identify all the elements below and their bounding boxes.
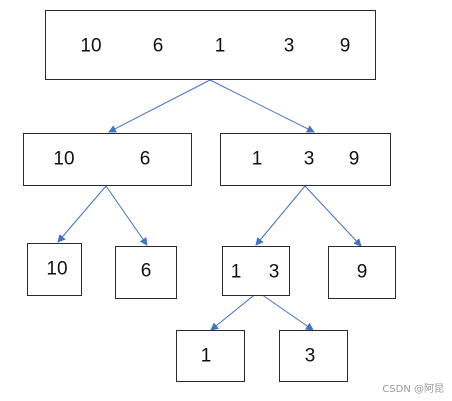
leaf-box-1: [176, 330, 245, 382]
root-item: 6: [152, 35, 164, 57]
arrow-left-to-b: [105, 185, 148, 246]
right-half-item: 9: [348, 148, 360, 170]
left-half-item: 10: [53, 148, 75, 170]
pair-item: 1: [230, 261, 242, 283]
root-item: 1: [214, 35, 226, 57]
arrow-right-to-d: [304, 185, 362, 247]
right-half-item: 1: [251, 148, 263, 170]
root-item: 3: [283, 35, 295, 57]
leaf-item: 6: [140, 260, 152, 282]
arrow-root-to-right: [209, 79, 315, 133]
leaf-box-9: [328, 246, 396, 299]
pair-box-1-3: [222, 246, 290, 296]
arrow-c-to-l3b: [257, 291, 314, 331]
leaf-box-10: [27, 243, 82, 296]
leaf-box-6: [115, 246, 177, 299]
root-item: 9: [339, 35, 351, 57]
root-item: 10: [80, 35, 102, 57]
watermark-text: CSDN @阿昆: [382, 384, 444, 395]
right-half-item: 3: [303, 148, 315, 170]
leaf-item: 3: [304, 345, 316, 367]
leaf-item: 9: [356, 261, 368, 283]
arrow-left-to-a: [57, 185, 107, 243]
leaf-item: 10: [46, 258, 68, 280]
left-half-box: [23, 133, 192, 186]
arrow-c-to-l3a: [210, 291, 259, 331]
arrow-root-to-left: [108, 79, 211, 133]
leaf-item: 1: [200, 345, 212, 367]
leaf-box-3: [279, 330, 348, 382]
left-half-item: 6: [139, 148, 151, 170]
arrow-right-to-c: [255, 185, 306, 246]
root-array-box: [45, 10, 376, 80]
right-half-box: [220, 133, 391, 186]
pair-item: 3: [268, 261, 280, 283]
